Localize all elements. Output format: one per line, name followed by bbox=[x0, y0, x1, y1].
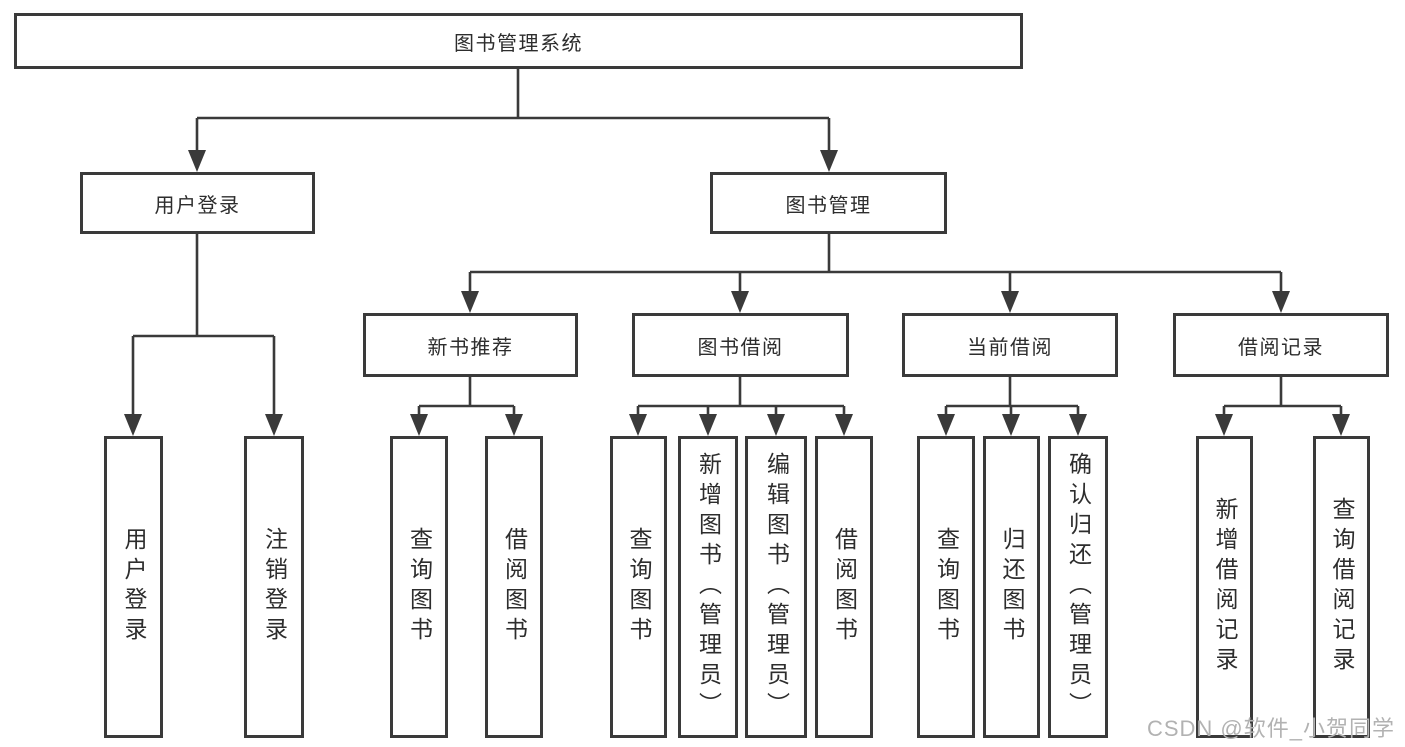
node-leaf-logout: 注销登录 bbox=[244, 436, 304, 738]
node-book-borrowing: 图书借阅 bbox=[632, 313, 849, 377]
node-label: 查询借阅记录 bbox=[1329, 497, 1355, 677]
node-label: 借阅图书 bbox=[501, 527, 528, 647]
node-current-borrowing: 当前借阅 bbox=[902, 313, 1118, 377]
node-leaf-add-borrow-record: 新增借阅记录 bbox=[1196, 436, 1253, 738]
node-label: 借阅图书 bbox=[831, 527, 858, 647]
node-leaf-query-borrow-record: 查询借阅记录 bbox=[1313, 436, 1370, 738]
node-leaf-borrow-books-recommend: 借阅图书 bbox=[485, 436, 543, 738]
node-leaf-return-books: 归还图书 bbox=[983, 436, 1040, 738]
node-label: 注销登录 bbox=[261, 527, 288, 647]
node-label: 用户登录 bbox=[154, 194, 241, 217]
node-user-login-branch: 用户登录 bbox=[80, 172, 315, 234]
node-label: 新书推荐 bbox=[427, 336, 514, 359]
node-borrowing-records: 借阅记录 bbox=[1173, 313, 1389, 377]
node-label: 归还图书 bbox=[999, 527, 1025, 647]
csdn-watermark: CSDN @软件_小贺同学 bbox=[1146, 716, 1395, 741]
node-label: 查询图书 bbox=[626, 527, 652, 647]
node-leaf-query-books-recommend: 查询图书 bbox=[390, 436, 448, 738]
node-label: 查询图书 bbox=[933, 527, 960, 647]
node-label: 图书管理系统 bbox=[454, 32, 583, 55]
connector-arrowheads bbox=[124, 150, 1350, 436]
node-label: 借阅记录 bbox=[1238, 336, 1324, 359]
node-label: 查询图书 bbox=[406, 527, 433, 647]
node-leaf-query-books-current: 查询图书 bbox=[917, 436, 975, 738]
node-label: 确认归还（管理员） bbox=[1065, 452, 1092, 722]
node-label: 图书管理 bbox=[785, 194, 872, 217]
node-leaf-query-books-borrow: 查询图书 bbox=[610, 436, 667, 738]
node-book-management-branch: 图书管理 bbox=[710, 172, 947, 234]
node-label: 编辑图书（管理员） bbox=[763, 452, 790, 722]
node-root-system: 图书管理系统 bbox=[14, 13, 1023, 69]
node-leaf-confirm-return-admin: 确认归还（管理员） bbox=[1048, 436, 1108, 738]
node-label: 图书借阅 bbox=[697, 336, 784, 359]
node-leaf-edit-books-admin: 编辑图书（管理员） bbox=[745, 436, 807, 738]
node-label: 新增图书（管理员） bbox=[695, 452, 722, 722]
node-label: 用户登录 bbox=[121, 527, 147, 647]
node-new-book-recommend: 新书推荐 bbox=[363, 313, 578, 377]
node-leaf-user-login: 用户登录 bbox=[104, 436, 163, 738]
node-leaf-borrow-books: 借阅图书 bbox=[815, 436, 873, 738]
node-label: 当前借阅 bbox=[967, 336, 1053, 359]
node-leaf-add-books-admin: 新增图书（管理员） bbox=[678, 436, 738, 738]
node-label: 新增借阅记录 bbox=[1212, 497, 1238, 677]
